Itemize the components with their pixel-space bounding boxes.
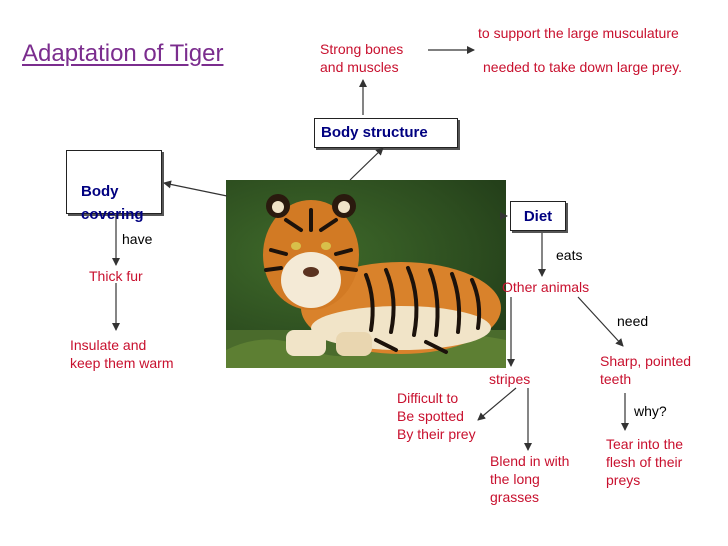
stripes-text: stripes xyxy=(489,371,531,387)
needed-text: needed to take down large prey. xyxy=(483,59,682,75)
diet-box: Diet xyxy=(510,201,566,231)
insulate-text: Insulate and keep them warm xyxy=(70,337,174,371)
why-label: why? xyxy=(634,403,667,419)
other-animals-text: Other animals xyxy=(502,279,590,295)
body-covering-label: Body covering xyxy=(81,183,144,223)
arrow-stripes-to-difficult xyxy=(477,387,517,421)
strong-bones-text: Strong bones and muscles xyxy=(320,41,404,75)
body-covering-box: Body covering xyxy=(66,150,162,223)
body-structure-label: Body structure xyxy=(321,124,428,141)
support-text: to support the large musculature xyxy=(478,25,679,41)
tiger-image xyxy=(226,180,506,368)
need-label: need xyxy=(617,313,649,329)
sharp-teeth-text: Sharp, pointed teeth xyxy=(600,353,692,387)
arrow-image-to-structure xyxy=(349,147,384,181)
page-title: Adaptation of Tiger xyxy=(22,40,224,67)
difficult-text: Difficult to Be spotted By their prey xyxy=(397,390,476,442)
blend-text: Blend in with the long grasses xyxy=(490,453,570,505)
tear-text: Tear into the flesh of their preys xyxy=(606,436,684,488)
body-structure-box: Body structure xyxy=(314,118,458,148)
have-label: have xyxy=(122,231,153,247)
thick-fur-text: Thick fur xyxy=(89,268,143,284)
tiger-illustration xyxy=(226,194,506,368)
arrow-image-to-covering xyxy=(163,180,228,197)
eats-label: eats xyxy=(556,247,583,263)
diet-label: Diet xyxy=(523,208,553,225)
arrow-animals-to-teeth xyxy=(577,296,624,347)
